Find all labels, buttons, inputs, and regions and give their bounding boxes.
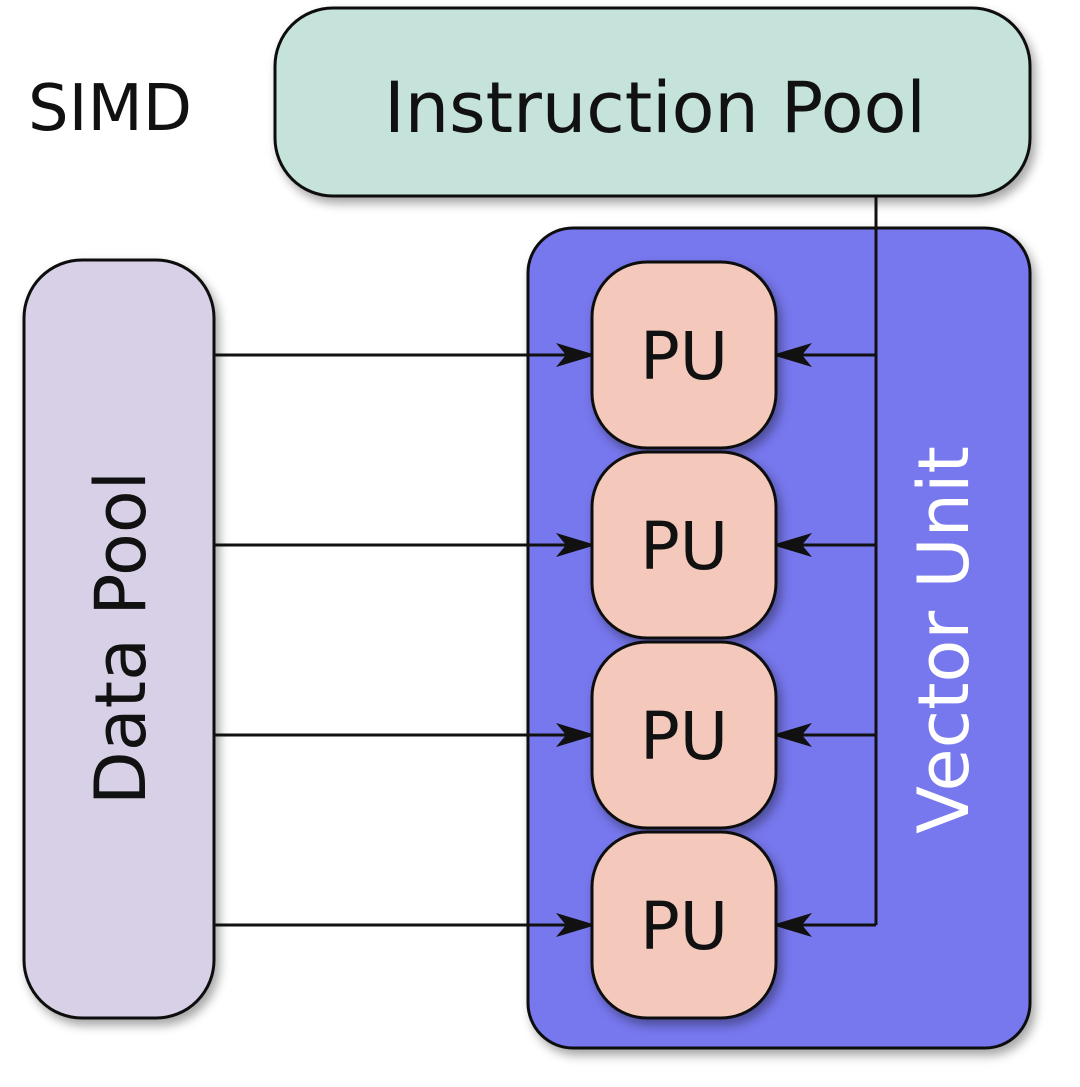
processing-unit: PU bbox=[590, 450, 778, 640]
processing-unit-label: PU bbox=[640, 318, 728, 395]
vector-unit-label: Vector Unit bbox=[903, 446, 985, 834]
processing-unit: PU bbox=[590, 830, 778, 1020]
processing-units: PU PU PU PU bbox=[214, 260, 876, 1020]
processing-unit-label: PU bbox=[640, 508, 728, 585]
diagram-title: SIMD bbox=[28, 72, 192, 146]
data-pool: Data Pool bbox=[22, 258, 216, 1020]
instruction-pool-label: Instruction Pool bbox=[384, 67, 926, 149]
processing-unit: PU bbox=[590, 260, 778, 450]
processing-unit-box bbox=[590, 450, 778, 640]
processing-unit: PU bbox=[590, 640, 778, 830]
processing-unit-label: PU bbox=[640, 888, 728, 965]
processing-unit-label: PU bbox=[640, 698, 728, 775]
processing-unit-box bbox=[590, 640, 778, 830]
data-pool-label: Data Pool bbox=[80, 471, 162, 805]
processing-unit-box bbox=[590, 260, 778, 450]
processing-unit-box bbox=[590, 830, 778, 1020]
instruction-pool: Instruction Pool bbox=[273, 6, 1032, 198]
